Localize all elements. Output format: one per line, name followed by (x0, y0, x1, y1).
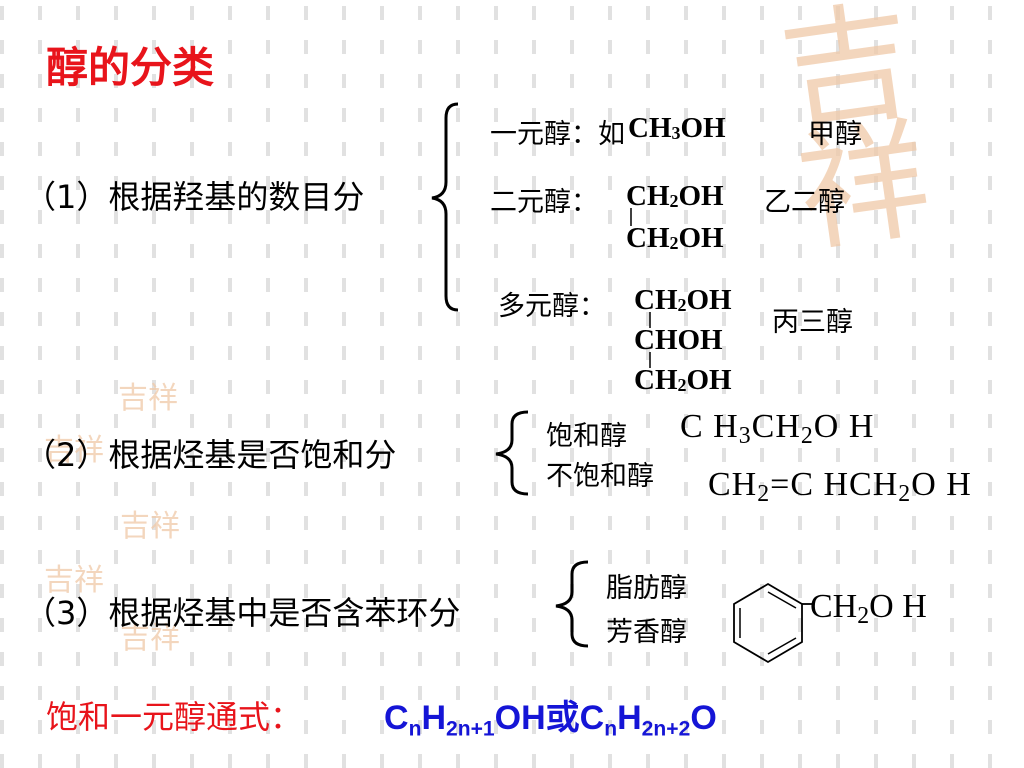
ethanol-formula: C H3CH2O H (680, 408, 875, 449)
methanol-formula: CH3OH (628, 112, 726, 144)
aromatic-alcohol-label: 芳香醇 (606, 617, 687, 648)
watermark-seal-small: 吉祥 (118, 381, 178, 416)
monohydric-alcohol-label: 一元醇：如 (490, 119, 625, 150)
dihydric-alcohol-label: 二元醇： (490, 187, 598, 218)
methanol-name: 甲醇 (808, 119, 862, 150)
brace-section-1 (431, 102, 459, 312)
glycerol-formula-line-3: CH2OH (634, 364, 732, 396)
saturated-alcohol-label: 饱和醇 (546, 421, 627, 452)
watermark-seal-small: 吉祥 (120, 509, 180, 544)
benzyl-alcohol-formula: CH2O H (810, 588, 927, 629)
category-label-benzene-ring: （3）根据烃基中是否含苯环分 (24, 594, 461, 632)
aliphatic-alcohol-label: 脂肪醇 (606, 573, 687, 604)
page-title: 醇的分类 (46, 43, 215, 92)
glycerol-formula-line-1: CH2OH (634, 284, 732, 316)
category-label-saturation: （2）根据烃基是否饱和分 (24, 436, 397, 474)
glycerol-name: 丙三醇 (772, 307, 853, 338)
brace-section-2 (495, 410, 529, 496)
benzene-ring (733, 582, 803, 664)
polyhydric-alcohol-label: 多元醇： (498, 291, 606, 322)
watermark-seal-small: 吉祥 (120, 621, 180, 656)
general-formula-label: 饱和一元醇通式： (46, 698, 303, 736)
glycol-formula-line-2: CH2OH (626, 222, 724, 254)
glycerol-formula-line-2: CHOH (634, 324, 723, 356)
general-formula: CnH2n+1OH或CnH2n+2O (384, 699, 717, 741)
glycol-formula-line-1: CH2OH (626, 180, 724, 212)
watermark-seal-small: 吉祥 (44, 563, 104, 598)
benzene-inner-bond-3 (767, 637, 797, 655)
allyl-alcohol-formula: CH2=C HCH2O H (708, 466, 972, 507)
unsaturated-alcohol-label: 不饱和醇 (546, 461, 654, 492)
benzene-inner-bond-2 (767, 591, 797, 609)
category-label-hydroxyl-count: （1）根据羟基的数目分 (24, 178, 365, 216)
watermark-seal-small: 吉祥 (44, 433, 104, 468)
brace-section-3 (555, 560, 589, 648)
glycol-name: 乙二醇 (764, 187, 845, 218)
